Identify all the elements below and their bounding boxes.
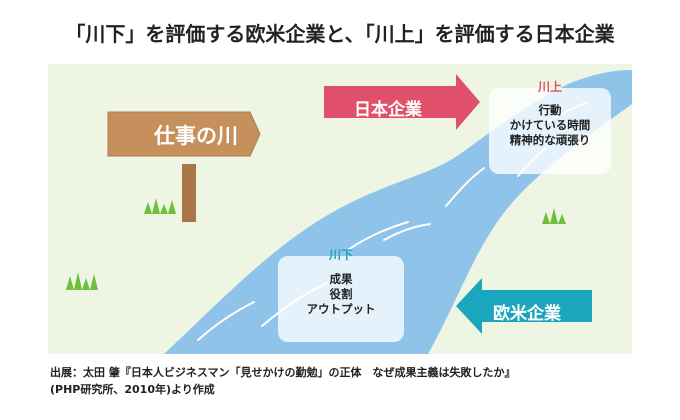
signpost-label: 仕事の川 — [154, 124, 238, 148]
upstream-item: 行動 — [538, 103, 562, 117]
upstream-item: 精神的な頑張り — [509, 133, 591, 147]
grass — [66, 198, 566, 290]
caption-line-1: 出展：太田 肇『日本人ビジネスマン「見せかけの勤勉」の正体 なぜ成果主義は失敗し… — [50, 366, 516, 379]
caption-line-2: (PHP研究所、2010年)より作成 — [50, 383, 215, 396]
downstream-item: 役割 — [329, 287, 353, 301]
western-arrow-label: 欧米企業 — [493, 304, 561, 324]
upstream-box: 川上 行動 かけている時間 精神的な頑張り — [489, 80, 611, 174]
downstream-box: 川下 成果 役割 アウトプット — [278, 248, 404, 342]
diagram-title: 「川下」を評価する欧米企業と、「川上」を評価する日本企業 — [65, 22, 615, 46]
japan-arrow — [324, 74, 480, 130]
japan-arrow-label: 日本企業 — [354, 100, 422, 120]
western-arrow — [456, 278, 592, 334]
signpost — [107, 111, 261, 222]
downstream-title: 川下 — [328, 248, 353, 262]
downstream-item: 成果 — [329, 272, 353, 286]
downstream-item: アウトプット — [306, 302, 376, 316]
river-illustration: 仕事の川 日本企業 欧米企業 川上 行動 かけている時間 精神的な頑張り 川下 … — [48, 64, 632, 354]
source-caption: 出展：太田 肇『日本人ビジネスマン「見せかけの勤勉」の正体 なぜ成果主義は失敗し… — [50, 364, 650, 398]
upstream-title: 川上 — [537, 80, 562, 94]
upstream-item: かけている時間 — [509, 118, 591, 132]
